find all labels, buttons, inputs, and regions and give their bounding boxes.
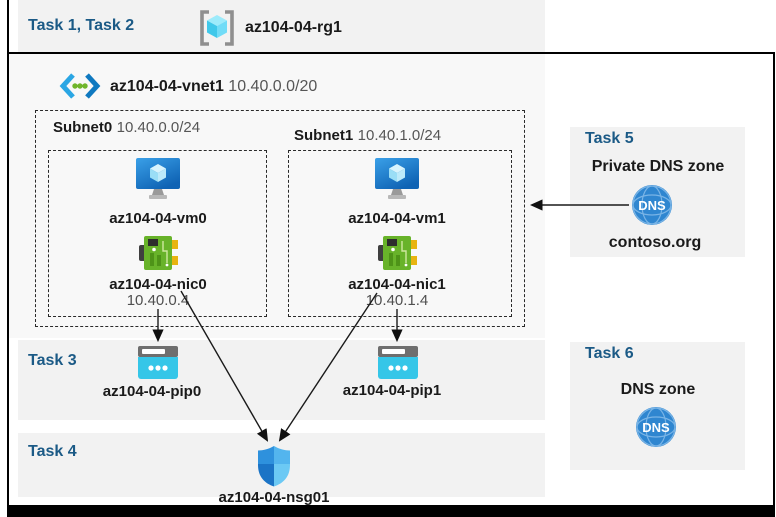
virtual-network-icon — [58, 71, 102, 101]
frame-right-border — [773, 52, 775, 517]
network-interface-icon — [378, 235, 418, 271]
dns-zone-icon: DNS — [631, 184, 673, 226]
vnet-title: az104-04-vnet1 10.40.0.0/20 — [110, 78, 317, 96]
vm0-name: az104-04-vm0 — [109, 210, 207, 227]
subnet1-cidr: 10.40.1.0/24 — [357, 127, 442, 144]
subnet1-box — [288, 150, 512, 317]
dns-icon-text: DNS — [642, 420, 670, 435]
vnet-cidr: 10.40.0.0/20 — [228, 78, 318, 95]
task6-label: Task 6 — [585, 345, 634, 362]
private-dns-zone-name: contoso.org — [608, 234, 702, 251]
task3-label: Task 3 — [28, 352, 77, 369]
private-dns-zone-title: Private DNS zone — [591, 158, 725, 175]
public-ip-icon — [138, 346, 178, 380]
task5-label: Task 5 — [585, 130, 634, 147]
rg-name: az104-04-rg1 — [245, 19, 342, 36]
dns-icon-text: DNS — [638, 198, 666, 213]
frame-top-border — [7, 52, 775, 54]
nic1-name: az104-04-nic1 — [348, 276, 446, 293]
network-interface-icon — [139, 235, 179, 271]
frame-left-border — [7, 0, 9, 517]
vnet-area — [9, 54, 545, 338]
task4-label: Task 4 — [28, 443, 77, 460]
nic0-name: az104-04-nic0 — [109, 276, 207, 293]
task3-band — [18, 340, 545, 420]
nic0-ip: 10.40.0.4 — [126, 292, 190, 309]
task6-box — [570, 342, 745, 470]
subnet0-name: Subnet0 — [53, 119, 113, 136]
virtual-machine-icon — [374, 158, 420, 202]
network-security-group-icon — [256, 445, 292, 487]
dns-zone-icon: DNS — [635, 406, 677, 448]
virtual-machine-icon — [135, 158, 181, 202]
nic1-ip: 10.40.1.4 — [365, 292, 429, 309]
frame-bottom-bar — [7, 505, 775, 517]
task12-label: Task 1, Task 2 — [28, 17, 135, 34]
vnet-name: az104-04-vnet1 — [110, 78, 224, 95]
subnet0-cidr: 10.40.0.0/24 — [116, 119, 201, 136]
dns-zone-title: DNS zone — [620, 381, 696, 398]
pip0-name: az104-04-pip0 — [102, 383, 202, 400]
subnet1-header: Subnet1 10.40.1.0/24 — [294, 127, 441, 145]
pip1-name: az104-04-pip1 — [342, 382, 442, 399]
subnet1-name: Subnet1 — [294, 127, 354, 144]
subnet0-header: Subnet0 10.40.0.0/24 — [53, 119, 200, 137]
top-band — [18, 0, 545, 57]
nsg-name: az104-04-nsg01 — [218, 489, 330, 506]
vm1-name: az104-04-vm1 — [348, 210, 446, 227]
resource-group-icon — [197, 8, 237, 48]
public-ip-icon — [378, 346, 418, 380]
